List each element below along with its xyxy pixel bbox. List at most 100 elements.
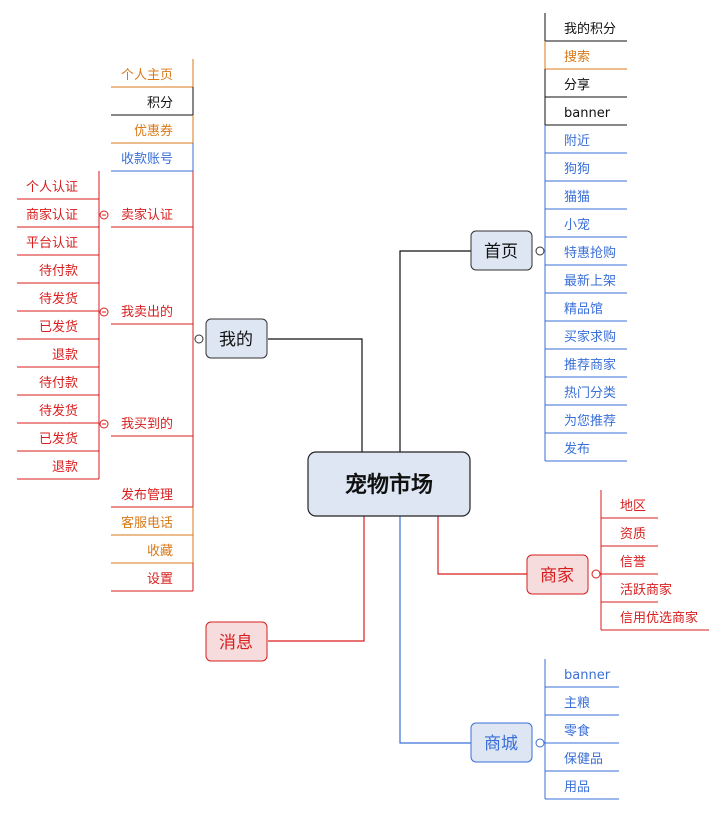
- mine-subitem[interactable]: 退款: [52, 460, 78, 475]
- collapse-icon[interactable]: [535, 738, 545, 748]
- home-item[interactable]: 为您推荐: [564, 413, 616, 429]
- mine-subitem[interactable]: 待发货: [39, 291, 78, 307]
- node-label: 已发货: [39, 319, 78, 335]
- mine-item[interactable]: 收款账号: [121, 152, 173, 167]
- node-label: 用品: [564, 780, 590, 795]
- node-label: 信誉: [620, 555, 646, 570]
- connector-home: [399, 250, 471, 452]
- node-label: 推荐商家: [564, 357, 616, 373]
- node-label: 待发货: [39, 403, 78, 419]
- merchant-item[interactable]: 地区: [620, 499, 646, 514]
- home-item[interactable]: 我的积分: [564, 21, 616, 37]
- mall-item[interactable]: 用品: [564, 780, 590, 795]
- node-label: 我卖出的: [121, 304, 173, 320]
- home-item[interactable]: 狗狗: [564, 162, 590, 177]
- node-label: 平台认证: [26, 236, 78, 251]
- mine-item[interactable]: 积分: [147, 96, 173, 111]
- node-label: 附近: [564, 134, 590, 149]
- branch-home[interactable]: 首页: [470, 230, 545, 271]
- mine-item[interactable]: 个人主页: [121, 68, 173, 83]
- mine-subitem[interactable]: 已发货: [39, 319, 78, 335]
- home-item[interactable]: 附近: [564, 134, 590, 149]
- node-label: 待发货: [39, 291, 78, 307]
- branch-mall[interactable]: 商城: [470, 722, 545, 763]
- mall-item[interactable]: 主粮: [564, 696, 590, 711]
- mine-subitem[interactable]: 已发货: [39, 431, 78, 447]
- home-item[interactable]: 最新上架: [564, 273, 616, 289]
- home-item[interactable]: 热门分类: [564, 386, 616, 401]
- mall-item[interactable]: 保健品: [564, 752, 603, 767]
- mine-subitem[interactable]: 商家认证: [26, 207, 78, 223]
- node-label: 发布管理: [121, 487, 173, 503]
- home-item[interactable]: 买家求购: [564, 329, 616, 345]
- node-label: 发布: [564, 441, 590, 457]
- home-item[interactable]: 猫猫: [564, 190, 590, 205]
- mine-item[interactable]: 优惠券: [134, 123, 173, 139]
- branch-mine-label: 我的: [219, 330, 253, 350]
- mine-item[interactable]: 我卖出的: [121, 304, 173, 320]
- mine-subitem[interactable]: 退款: [52, 348, 78, 363]
- node-label: 保健品: [564, 752, 603, 767]
- connector-merchant: [437, 516, 527, 575]
- collapse-icon[interactable]: [591, 569, 601, 579]
- mine-item[interactable]: 发布管理: [121, 487, 173, 503]
- node-label: 活跃商家: [620, 582, 672, 598]
- merchant-item[interactable]: 信用优选商家: [620, 610, 698, 626]
- mine-subitem[interactable]: 个人认证: [26, 180, 78, 195]
- node-label: 精品馆: [564, 302, 603, 317]
- node-label: 猫猫: [564, 190, 590, 205]
- branch-merchant[interactable]: 商家: [526, 554, 601, 595]
- node-label: 已发货: [39, 431, 78, 447]
- node-label: 收藏: [147, 544, 173, 559]
- connector-mine: [268, 338, 363, 452]
- node-label: 退款: [52, 348, 78, 363]
- node-label: 买家求购: [564, 329, 616, 345]
- home-item[interactable]: 发布: [564, 441, 590, 457]
- node-label: 客服电话: [121, 515, 173, 531]
- branch-message[interactable]: 消息: [205, 621, 268, 662]
- branch-message-label: 消息: [219, 633, 253, 653]
- home-item[interactable]: banner: [564, 106, 611, 121]
- merchant-item[interactable]: 信誉: [620, 555, 646, 570]
- mine-subitem[interactable]: 待发货: [39, 403, 78, 419]
- home-item[interactable]: 小宠: [564, 217, 590, 233]
- node-label: 退款: [52, 460, 78, 475]
- collapse-icon[interactable]: [194, 334, 204, 344]
- home-item[interactable]: 推荐商家: [564, 357, 616, 373]
- mine-item[interactable]: 设置: [147, 572, 173, 587]
- root-label: 宠物市场: [345, 472, 433, 498]
- merchant-item[interactable]: 资质: [620, 527, 646, 542]
- node-label: 小宠: [564, 217, 590, 233]
- mine-item[interactable]: 卖家认证: [121, 207, 173, 223]
- home-item[interactable]: 搜索: [564, 50, 590, 65]
- mine-item[interactable]: 客服电话: [121, 515, 173, 531]
- node-label: 优惠券: [134, 123, 173, 139]
- collapse-icon[interactable]: [535, 246, 545, 256]
- node-label: 为您推荐: [564, 413, 616, 429]
- branch-mall-label: 商城: [484, 734, 518, 754]
- node-label: 特惠抢购: [564, 245, 616, 261]
- branch-mine[interactable]: 我的: [194, 318, 268, 359]
- mine-subitem[interactable]: 待付款: [39, 376, 78, 391]
- mall-item[interactable]: banner: [564, 668, 611, 683]
- node-label: 待付款: [39, 264, 78, 279]
- mine-item[interactable]: 收藏: [147, 544, 173, 559]
- merchant-item[interactable]: 活跃商家: [620, 582, 672, 598]
- node-label: 商家认证: [26, 207, 78, 223]
- root-node[interactable]: 宠物市场: [307, 451, 471, 517]
- mine-item[interactable]: 我买到的: [121, 416, 173, 432]
- mine-subitem[interactable]: 待付款: [39, 264, 78, 279]
- mall-item[interactable]: 零食: [564, 723, 590, 739]
- home-item[interactable]: 精品馆: [564, 302, 603, 317]
- node-label: 主粮: [564, 696, 590, 711]
- node-label: 收款账号: [121, 152, 173, 167]
- node-label: 我买到的: [121, 416, 173, 432]
- node-label: 资质: [620, 527, 646, 542]
- home-item[interactable]: 特惠抢购: [564, 245, 616, 261]
- node-label: 地区: [620, 499, 646, 514]
- node-label: 狗狗: [564, 162, 590, 177]
- node-label: banner: [564, 668, 611, 683]
- branch-home-label: 首页: [484, 242, 518, 262]
- mine-subitem[interactable]: 平台认证: [26, 236, 78, 251]
- home-item[interactable]: 分享: [564, 77, 590, 93]
